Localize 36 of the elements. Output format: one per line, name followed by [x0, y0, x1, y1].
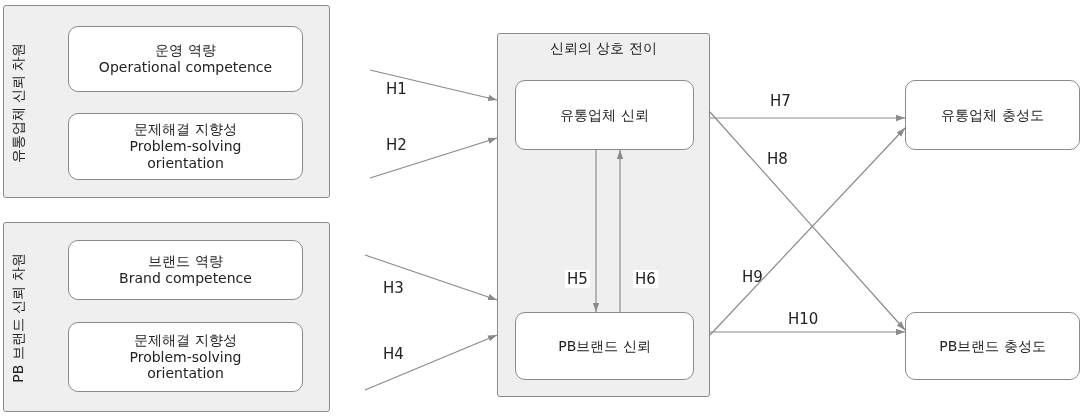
construct-name: 브랜드 역량: [147, 253, 224, 270]
group-title: PB 브랜드 신뢰 차원: [10, 252, 27, 385]
construct-name: PB브랜드 충성도: [938, 337, 1047, 355]
group-panel: [497, 33, 710, 397]
construct-box: [905, 80, 1080, 150]
construct-subtitle: Problem-solving orientation: [128, 348, 243, 383]
construct-box: [68, 26, 303, 92]
arrow: [364, 334, 498, 391]
construct-box: [905, 312, 1080, 380]
construct-name: 유통업체 신뢰: [559, 106, 650, 124]
construct-name: 문제해결 지향성: [133, 121, 238, 139]
construct-name: PB브랜드 신뢰: [557, 337, 652, 355]
arrow: [709, 114, 906, 122]
construct-subtitle: Operational competence: [98, 59, 273, 76]
construct-box: [68, 322, 303, 392]
arrow: [364, 254, 498, 301]
group-panel: [3, 222, 330, 412]
arrow: [369, 69, 498, 101]
construct-subtitle: Problem-solving orientation: [128, 138, 243, 172]
construct-box: [68, 113, 303, 180]
arrow: [709, 328, 906, 336]
construct-name: 유통업체 충성도: [940, 106, 1045, 124]
group-title: 신뢰의 상호 전이: [549, 40, 658, 58]
group-title: 유통업체 신뢰 차원: [10, 41, 27, 165]
arrow: [369, 137, 498, 179]
group-panel: [3, 5, 330, 198]
construct-box: [68, 240, 303, 300]
arrow: [616, 149, 624, 313]
construct-box: [515, 80, 694, 150]
construct-name: 운영 역량: [154, 42, 217, 59]
construct-subtitle: Brand competence: [118, 270, 253, 287]
edge-label: H5: [565, 270, 590, 288]
edge-label: H6: [633, 270, 658, 288]
construct-name: 문제해결 지향성: [133, 331, 238, 349]
construct-box: [515, 312, 694, 380]
arrow: [592, 149, 600, 313]
